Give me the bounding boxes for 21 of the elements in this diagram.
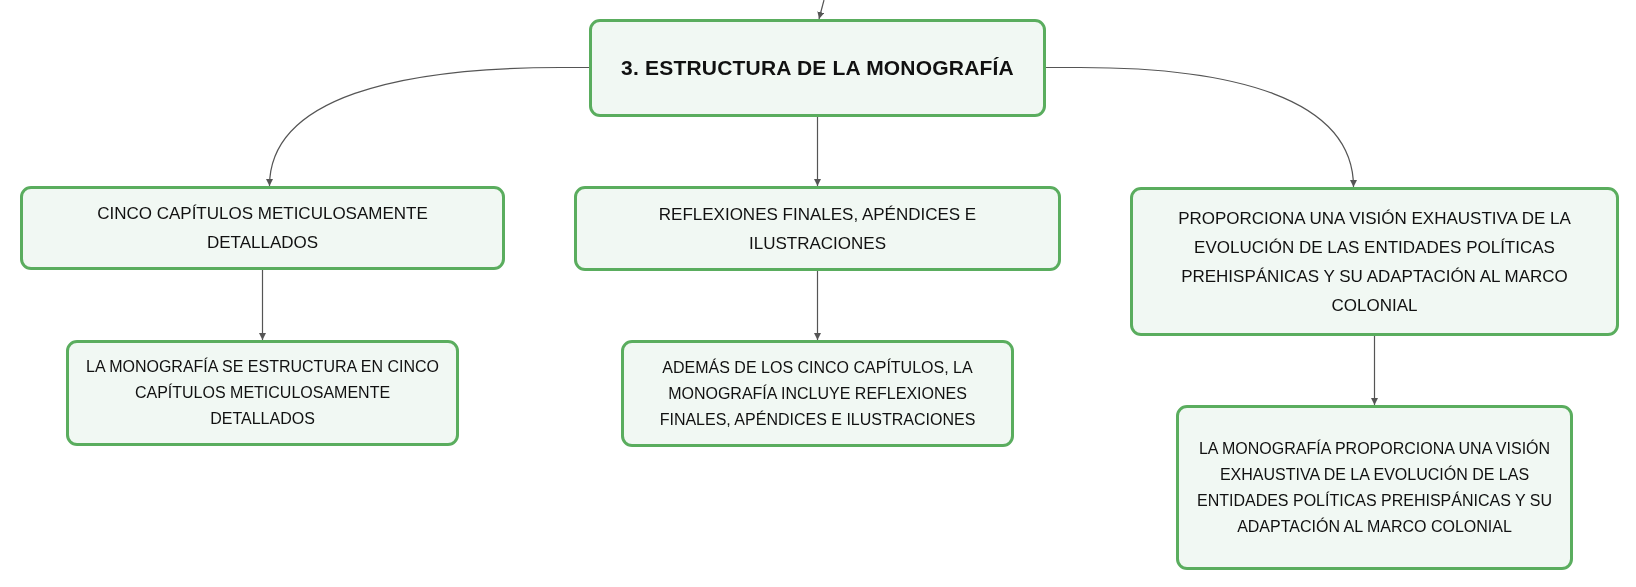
connector-arrow: [814, 116, 821, 187]
subtopic-box: [621, 340, 1014, 447]
subtopic-box: [66, 340, 459, 446]
topic-box: [20, 186, 505, 270]
connector-arrow: [817, 0, 825, 20]
subtopic-box: [1176, 405, 1573, 570]
subtopic-text: LA MONOGRAFÍA SE ESTRUCTURA EN CINCO CAPÍTULOS METICULOSAMENTE DETALLADOS: [85, 356, 440, 429]
connector-arrow: [814, 270, 821, 341]
connector-arrow: [1371, 335, 1378, 406]
topic-box: [574, 186, 1061, 271]
connector-arrow: [266, 66, 590, 187]
topic-text: REFLEXIONES FINALES, APÉNDICES E ILUSTRACIONES: [657, 203, 978, 255]
connector-arrow: [259, 269, 266, 341]
topic-box: [1130, 187, 1619, 336]
subtopic-text: ADEMÁS DE LOS CINCO CAPÍTULOS, LA MONOGRAFÍA INCLUYE REFLEXIONES FINALES, APÉNDICES E ILUSTRACIONES: [658, 357, 977, 430]
subtopic-text: LA MONOGRAFÍA PROPORCIONA UNA VISIÓN EXHAUSTIVA DE LA EVOLUCIÓN DE LAS ENTIDADES POLÍTICAS PREHISPÁNICAS Y SU ADAPTACIÓN AL MARCO COLONIAL: [1195, 438, 1554, 537]
central-topic-title: 3. ESTRUCTURA DE LA MONOGRAFÍA: [621, 55, 1014, 81]
central-topic-box: [589, 19, 1046, 117]
connector-arrow: [1045, 66, 1357, 188]
topic-text: CINCO CAPÍTULOS METICULOSAMENTE DETALLADOS: [96, 203, 429, 254]
topic-text: PROPORCIONA UNA VISIÓN EXHAUSTIVA DE LA EVOLUCIÓN DE LAS ENTIDADES POLÍTICAS PREHISPÁNICAS Y SU ADAPTACIÓN AL MARCO COLONIAL: [1177, 207, 1572, 317]
